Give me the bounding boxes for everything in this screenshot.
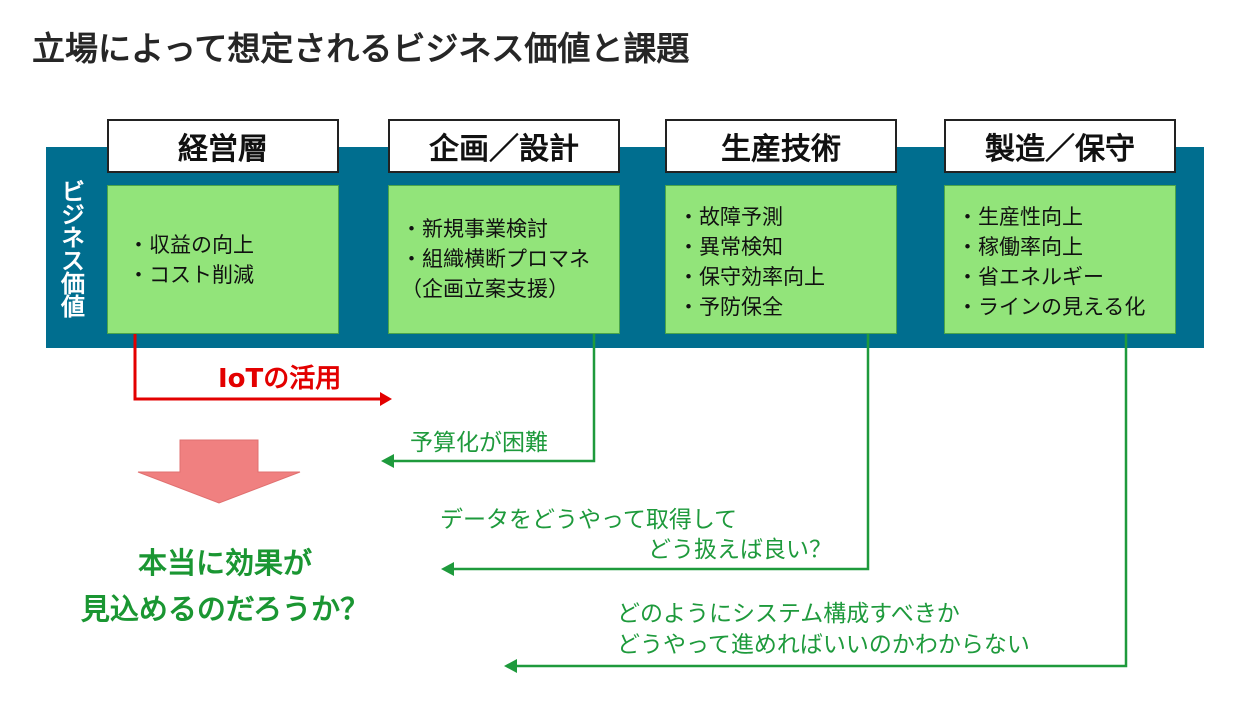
conclusion: 本当に効果が 見込めるのだろうか？ — [60, 540, 390, 632]
system-issue-text-line1: どのようにシステム構成すべきか — [617, 601, 960, 627]
list-item: ・新規事業検討 — [401, 217, 548, 241]
page-title: 立場によって想定されるビジネス価値と課題 — [32, 29, 690, 68]
data-issue-arrow — [452, 334, 870, 571]
system-issue-arrow-head — [504, 659, 517, 673]
budget-issue-text: 予算化が困難 — [410, 430, 548, 456]
iot-arrow — [133, 334, 383, 401]
list-item: ・稼働率向上 — [957, 235, 1083, 259]
budget-issue-arrow — [392, 334, 596, 463]
band-label: ビジネス価値 — [56, 178, 85, 317]
data-issue-arrow-head — [441, 562, 454, 576]
value-box-production-engineering: ・故障予測 ・異常検知 ・保守効率向上 ・予防保全 — [665, 185, 897, 334]
list-item: ・省エネルギー — [957, 265, 1104, 289]
header-management: 経営層 — [107, 119, 339, 173]
value-box-planning-design: ・新規事業検討 ・組織横断プロマネ （企画立案支援） — [388, 185, 620, 334]
budget-issue-arrow-head — [381, 454, 394, 468]
list-item: （企画立案支援） — [401, 277, 569, 301]
list-item: ・予防保全 — [678, 295, 783, 319]
list-item: ・異常検知 — [678, 235, 783, 259]
conclusion-line1: 本当に効果が — [137, 546, 312, 580]
header-production-engineering: 生産技術 — [665, 119, 897, 173]
header-planning-design: 企画／設計 — [388, 119, 620, 173]
list-item: ・生産性向上 — [957, 205, 1083, 229]
conclusion-line2: 見込めるのだろうか？ — [80, 592, 370, 626]
list-item: ・故障予測 — [678, 205, 783, 229]
system-issue-text-line2: どうやって進めればいいのかわからない — [617, 632, 1030, 658]
iot-arrow-head — [380, 392, 392, 406]
list-item: ・収益の向上 — [128, 233, 254, 257]
list-item: ・保守効率向上 — [678, 265, 825, 289]
header-manufacturing-maintenance: 製造／保守 — [944, 119, 1176, 173]
system-issue-arrow — [515, 334, 1128, 668]
iot-label: IoTの活用 — [218, 364, 342, 394]
list-item: ・組織横断プロマネ — [401, 247, 590, 271]
list-item: ・ラインの見える化 — [957, 295, 1146, 319]
value-box-manufacturing-maintenance: ・生産性向上 ・稼働率向上 ・省エネルギー ・ラインの見える化 — [944, 185, 1176, 334]
data-issue-text-line2: どう扱えば良い？ — [648, 537, 832, 563]
down-arrow — [137, 439, 301, 504]
data-issue-text-line1: データをどうやって取得して — [440, 507, 738, 533]
value-box-management: ・収益の向上 ・コスト削減 — [107, 185, 339, 334]
list-item: ・コスト削減 — [128, 263, 254, 287]
